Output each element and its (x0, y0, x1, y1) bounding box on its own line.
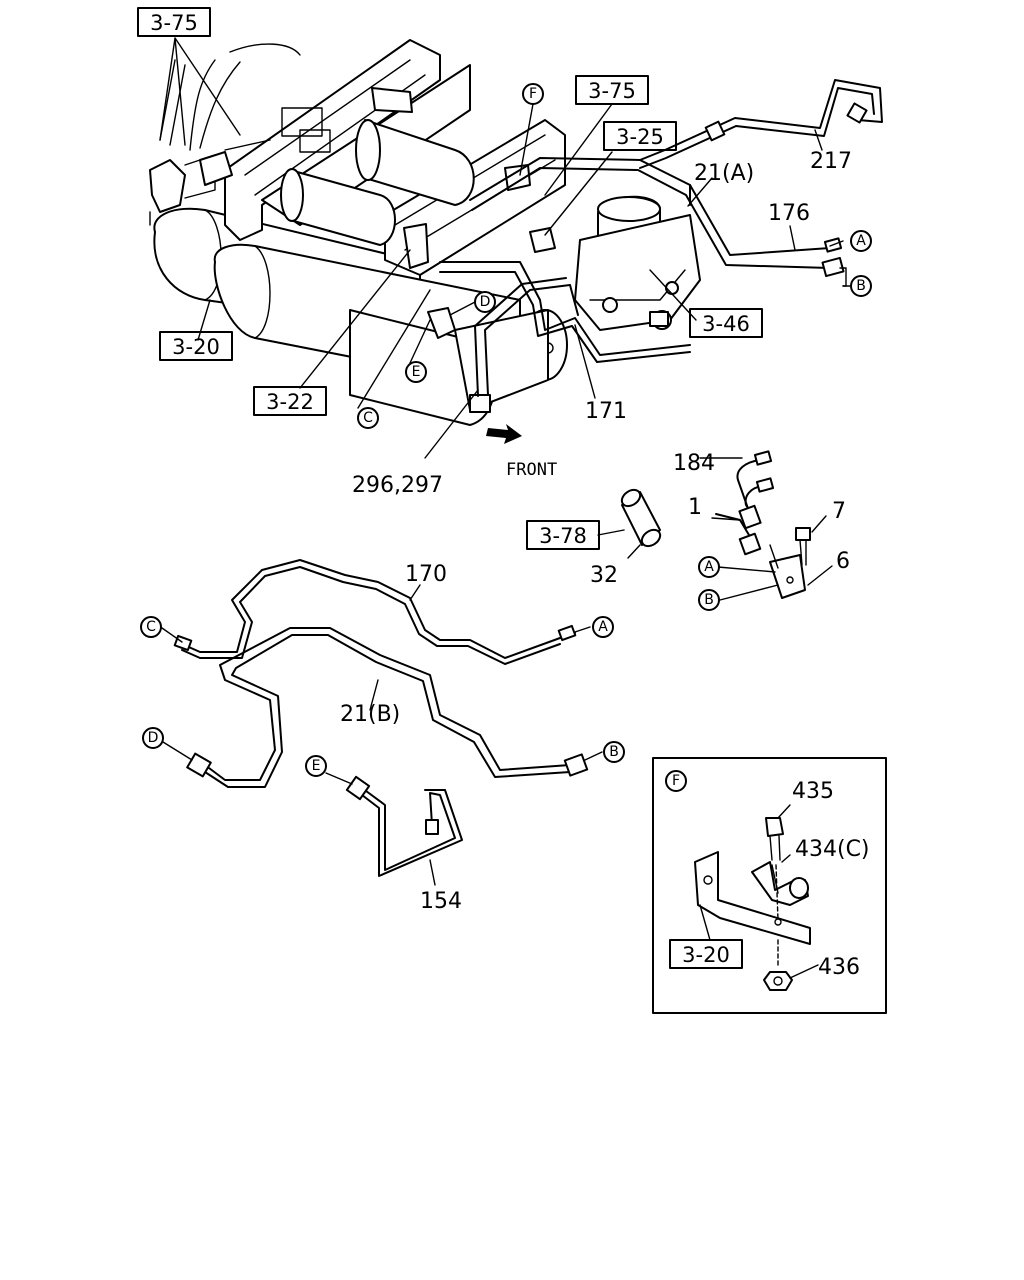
label-436: 436 (818, 955, 860, 980)
marker-b-21b: B (603, 741, 625, 763)
label-170: 170 (405, 562, 447, 587)
label-6: 6 (836, 549, 850, 574)
svg-text:3-20: 3-20 (682, 943, 730, 967)
marker-f-top: F (522, 83, 544, 105)
marker-f-detail: F (665, 770, 687, 792)
svg-text:3-20: 3-20 (172, 335, 220, 359)
label-21b: 21(B) (340, 702, 400, 727)
ref-box-4: 3-46 (689, 308, 763, 338)
marker-e-top: E (405, 361, 427, 383)
svg-text:3-46: 3-46 (702, 312, 750, 336)
detail-f-box (652, 757, 887, 1014)
svg-text:3-22: 3-22 (266, 390, 314, 414)
label-32: 32 (590, 563, 618, 588)
svg-text:D: D (148, 730, 159, 746)
marker-e-mid: E (305, 755, 327, 777)
front-arrow: FRONT (486, 424, 557, 480)
svg-text:A: A (704, 559, 714, 575)
ref-box-7: 3-78 (526, 520, 600, 550)
label-171: 171 (585, 399, 627, 424)
label-434c: 434(C) (795, 837, 870, 862)
ref-box-1: 3-75 (137, 7, 211, 37)
marker-d-top: D (474, 291, 496, 313)
front-label: FRONT (506, 460, 557, 480)
pipe-170 (161, 559, 591, 665)
marker-a-top: A (850, 230, 872, 252)
label-184: 184 (673, 451, 715, 476)
label-176: 176 (768, 201, 810, 226)
circle-markers: F A B D E C A B C A D B E F (140, 83, 872, 792)
ref-box-3: 3-25 (603, 121, 677, 151)
svg-text:B: B (704, 592, 714, 608)
svg-text:C: C (363, 410, 373, 426)
hose-assembly-parts (699, 450, 833, 601)
ref-box-5: 3-20 (159, 331, 233, 361)
svg-text:3-78: 3-78 (539, 524, 587, 548)
label-217: 217 (810, 149, 852, 174)
pipe-21b (162, 627, 603, 788)
svg-text:A: A (856, 233, 866, 249)
ref-box-6: 3-22 (253, 386, 327, 416)
svg-text:B: B (856, 278, 866, 294)
svg-text:A: A (598, 619, 608, 635)
svg-text:F: F (529, 86, 537, 102)
svg-text:F: F (672, 773, 680, 789)
marker-a-170: A (592, 616, 614, 638)
svg-text:B: B (609, 744, 619, 760)
ref-box-8: 3-20 (669, 939, 743, 969)
marker-a-mid: A (698, 556, 720, 578)
connector-32 (597, 488, 662, 559)
marker-c-mid: C (140, 616, 162, 638)
svg-text:3-75: 3-75 (588, 79, 636, 103)
part-labels: 217 21(A) 176 171 296,297 184 1 7 6 32 1… (340, 149, 870, 980)
label-435: 435 (792, 779, 834, 804)
air-tank-assembly (149, 39, 701, 426)
marker-b-mid: B (698, 589, 720, 611)
label-154: 154 (420, 889, 462, 914)
ref-box-2: 3-75 (575, 75, 649, 105)
marker-b-top: B (850, 275, 872, 297)
svg-text:3-75: 3-75 (150, 11, 198, 35)
marker-d-mid: D (142, 727, 164, 749)
leaders-top (159, 37, 851, 459)
svg-text:E: E (412, 364, 421, 380)
label-21a: 21(A) (694, 161, 754, 186)
fittings-top (649, 102, 868, 327)
svg-text:E: E (312, 758, 321, 774)
label-1: 1 (688, 495, 702, 520)
marker-c-top: C (357, 407, 379, 429)
pipe-154 (325, 772, 463, 886)
svg-text:3-25: 3-25 (616, 125, 664, 149)
svg-text:D: D (480, 294, 491, 310)
svg-text:C: C (146, 619, 156, 635)
label-296-297: 296,297 (352, 473, 443, 498)
label-7: 7 (832, 499, 846, 524)
